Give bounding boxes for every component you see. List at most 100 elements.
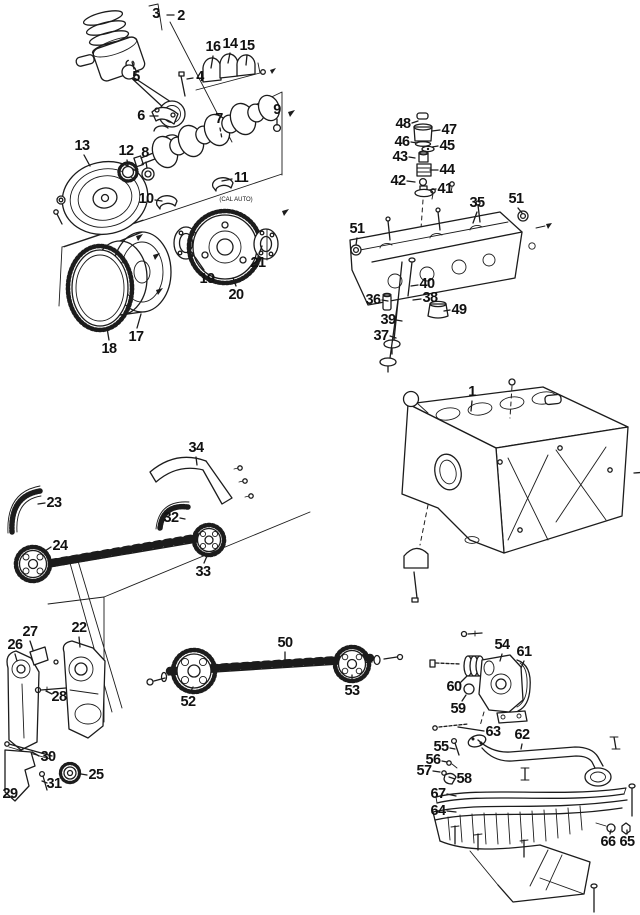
callout-label: 27 xyxy=(23,624,38,640)
callout-label: 24 xyxy=(53,538,68,554)
callout-leader xyxy=(227,52,231,64)
engine-block xyxy=(401,378,640,603)
callout-leader xyxy=(517,207,523,214)
callout-label: 48 xyxy=(396,116,411,132)
drive-plate-gear xyxy=(173,208,289,286)
callout-leader xyxy=(258,245,263,255)
callout-label: 49 xyxy=(452,302,467,318)
callout-leader xyxy=(441,760,448,763)
callout-label: 31 xyxy=(47,776,62,792)
callout-leader xyxy=(446,810,457,813)
stud-28 xyxy=(40,687,67,691)
crankshaft xyxy=(133,94,295,169)
crank-pulley xyxy=(53,161,155,235)
callout-leader xyxy=(410,284,419,287)
callout-label: 42 xyxy=(391,173,406,189)
callout-label: 15 xyxy=(240,38,255,54)
main-bearing-caps xyxy=(202,53,276,83)
callout-label: 51 xyxy=(350,221,365,237)
head-washer-right xyxy=(517,210,529,222)
bearing-cap xyxy=(403,547,429,569)
callout-label: 28 xyxy=(52,689,67,705)
callout-label: 61 xyxy=(517,644,532,660)
callout-label: 8 xyxy=(141,145,149,161)
callout-label: 47 xyxy=(442,122,457,138)
valve-seal xyxy=(382,294,392,311)
callout-label: 65 xyxy=(620,834,635,850)
rod-30 xyxy=(8,743,53,757)
callout-label: 39 xyxy=(381,312,396,328)
callout-label: 58 xyxy=(457,771,472,787)
bracket-29 xyxy=(4,749,36,802)
callout-label: 41 xyxy=(438,181,453,197)
callout-label: 45 xyxy=(440,138,455,154)
callout-label: 14 xyxy=(223,36,238,52)
callout-label: 60 xyxy=(447,679,462,695)
callout-label: 38 xyxy=(423,290,438,306)
callout-leader xyxy=(145,161,148,169)
callout-label: 59 xyxy=(451,701,466,717)
valve-train-stack xyxy=(413,112,435,244)
main-bearing-shells xyxy=(155,177,234,210)
callout-leader xyxy=(408,156,416,159)
block-plug xyxy=(402,390,420,408)
callout-label: 57 xyxy=(417,763,432,779)
callout-leader xyxy=(78,636,81,648)
callout-label: 32 xyxy=(164,510,179,526)
callout-label: 16 xyxy=(206,39,221,55)
callout-leader xyxy=(431,129,441,132)
callout-label: 22 xyxy=(72,620,87,636)
callout-label: 4 xyxy=(196,69,204,85)
valve-cap xyxy=(427,303,449,319)
belt-guide-34 xyxy=(149,456,211,483)
oil-pump xyxy=(429,630,531,727)
callout-label: 29 xyxy=(3,786,18,802)
callout-leader xyxy=(232,277,237,287)
callout-leader xyxy=(461,694,467,702)
callout-label: 62 xyxy=(515,727,530,743)
callout-label: 20 xyxy=(229,287,244,303)
callout-leader xyxy=(186,77,194,80)
callout-label: 9 xyxy=(273,102,281,118)
callout-label: 36 xyxy=(366,292,381,308)
callout-label: 26 xyxy=(8,637,23,653)
callout-leader xyxy=(410,141,418,144)
callout-label: 25 xyxy=(89,767,104,783)
callout-leader xyxy=(609,829,612,835)
pickup-strainer xyxy=(584,767,612,787)
oil-pan xyxy=(432,783,636,913)
timing-belt-23 xyxy=(9,488,43,535)
callout-leader xyxy=(472,211,478,224)
callout-leader xyxy=(194,256,205,271)
callout-label: 12 xyxy=(119,143,134,159)
callout-label: 30 xyxy=(41,749,56,765)
callout-label: 66 xyxy=(601,834,616,850)
callout-leader xyxy=(395,319,403,322)
callout-leader xyxy=(29,640,34,651)
callout-leader xyxy=(412,298,422,301)
timing-cover-22 xyxy=(62,640,106,739)
tensioner-25 xyxy=(58,761,82,785)
callout-label: 53 xyxy=(345,683,360,699)
callout-leader xyxy=(448,776,456,780)
valves-and-seals xyxy=(379,257,449,373)
callout-label: 23 xyxy=(47,495,62,511)
bolt-31 xyxy=(42,775,48,791)
callout-label: 2 xyxy=(177,8,185,24)
bracket-27 xyxy=(29,646,49,666)
callout-label: 40 xyxy=(420,276,435,292)
callout-leader xyxy=(31,751,40,757)
callout-label: 63 xyxy=(486,724,501,740)
callout-label: 6 xyxy=(137,108,145,124)
callout-label: 44 xyxy=(440,162,455,178)
callout-label: 51 xyxy=(509,191,524,207)
callout-label: 18 xyxy=(102,341,117,357)
callout-leader xyxy=(520,743,523,750)
callout-label: 33 xyxy=(196,564,211,580)
callout-leader xyxy=(106,327,110,341)
callout-leader xyxy=(457,726,485,732)
callout-leader xyxy=(131,61,135,70)
cylinder-head xyxy=(349,181,552,306)
